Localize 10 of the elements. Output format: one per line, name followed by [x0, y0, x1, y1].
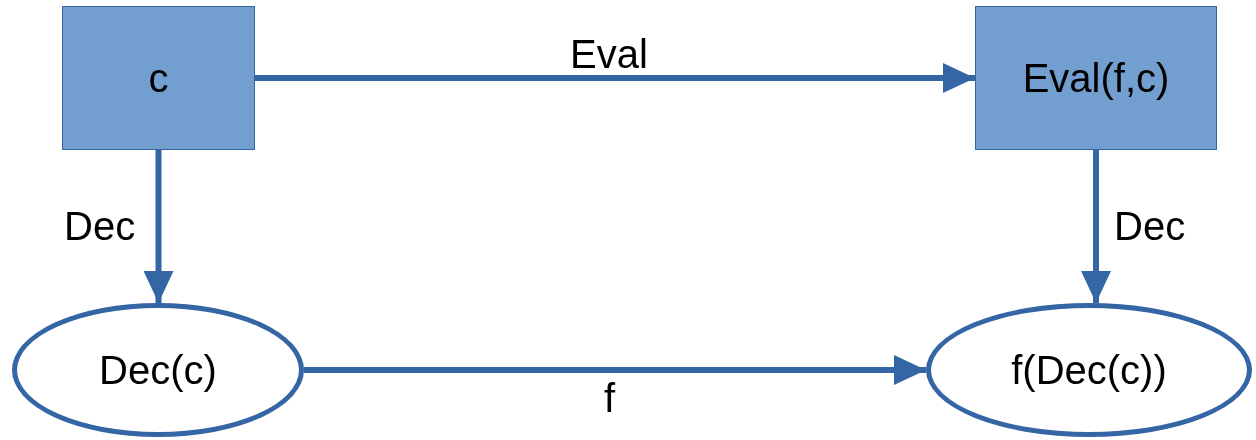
node-label: f(Dec(c)): [1011, 347, 1167, 393]
node-label: c: [148, 55, 169, 101]
node-label: Eval(f,c): [1022, 55, 1170, 101]
node-label: Dec(c): [99, 347, 217, 393]
arrow: [1081, 150, 1111, 303]
arrow: [304, 355, 926, 385]
arrow: [255, 63, 975, 93]
process-box: [62, 6, 255, 150]
process-box: [975, 6, 1217, 150]
arrow: [143, 150, 174, 303]
